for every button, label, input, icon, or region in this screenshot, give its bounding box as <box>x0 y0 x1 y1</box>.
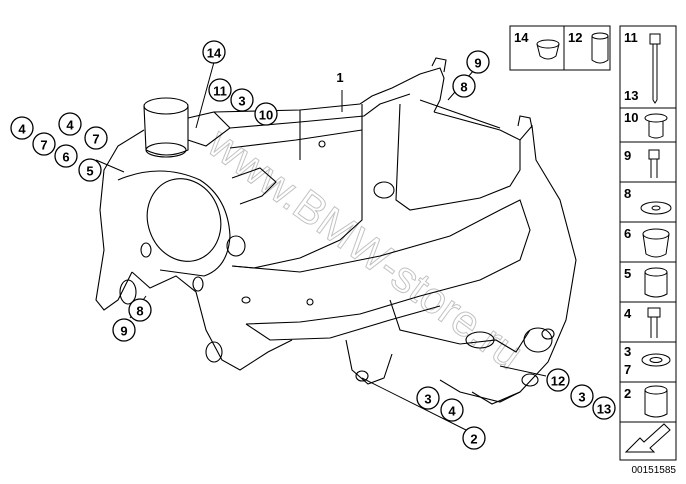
panel-label-6: 6 <box>624 226 631 241</box>
svg-text:13: 13 <box>597 402 611 417</box>
panel-label-9: 9 <box>624 148 631 163</box>
svg-text:7: 7 <box>40 138 47 153</box>
svg-text:3: 3 <box>578 390 585 405</box>
callout-11: 11 <box>208 78 232 102</box>
svg-text:6: 6 <box>62 150 69 165</box>
svg-text:7: 7 <box>92 132 99 147</box>
svg-text:10: 10 <box>259 108 273 123</box>
callout-4: 4 <box>58 112 82 136</box>
panel-label-4: 4 <box>624 306 632 321</box>
panel-label-7: 7 <box>624 362 631 377</box>
diagram-number: 00151585 <box>632 465 677 476</box>
panel-label-13: 13 <box>624 88 638 103</box>
svg-text:11: 11 <box>213 84 227 99</box>
callout-4: 4 <box>10 116 34 140</box>
panel-box-8 <box>619 181 677 223</box>
panel-label-2: 2 <box>624 386 631 401</box>
watermark: www.BMW-store.ru <box>198 118 532 379</box>
callout-12: 12 <box>546 368 570 392</box>
panel-labels: 14 12 11 13 10 9 8 6 5 4 3 7 2 <box>514 30 638 401</box>
panel-box-arrow <box>619 421 677 461</box>
svg-text:3: 3 <box>238 94 245 109</box>
callout-3: 3 <box>230 88 254 112</box>
callout-14: 14 <box>202 40 226 64</box>
panel-box-3-7 <box>619 341 677 383</box>
svg-text:5: 5 <box>86 164 93 179</box>
callout-9: 9 <box>466 50 490 74</box>
callout-7: 7 <box>32 132 56 156</box>
callout-4: 4 <box>440 398 464 422</box>
callout-5: 5 <box>78 158 102 182</box>
svg-text:4: 4 <box>66 118 74 133</box>
panel-label-10: 10 <box>624 110 638 125</box>
svg-text:8: 8 <box>136 304 143 319</box>
main-part-label: 1 <box>336 70 343 85</box>
callout-3: 3 <box>570 384 594 408</box>
svg-text:2: 2 <box>470 432 477 447</box>
callout-8: 8 <box>128 298 152 322</box>
svg-text:4: 4 <box>448 404 456 419</box>
panel-label-5: 5 <box>624 266 631 281</box>
panel-label-11: 11 <box>624 30 638 45</box>
callout-7: 7 <box>84 126 108 150</box>
frame-illustration <box>95 57 577 405</box>
callout-8: 8 <box>452 74 476 98</box>
svg-text:14: 14 <box>207 46 222 61</box>
panel-label-12: 12 <box>568 30 582 45</box>
svg-text:12: 12 <box>551 374 565 389</box>
panel-label-14: 14 <box>514 30 529 45</box>
panel-box-14-12 <box>509 25 611 71</box>
callout-13: 13 <box>592 396 616 420</box>
panel-label-3: 3 <box>624 344 631 359</box>
svg-text:4: 4 <box>18 122 26 137</box>
callout-3: 3 <box>416 386 440 410</box>
svg-text:3: 3 <box>424 392 431 407</box>
callout-2: 2 <box>462 426 486 450</box>
svg-text:9: 9 <box>120 324 127 339</box>
svg-text:8: 8 <box>460 80 467 95</box>
leader-lines <box>95 61 547 433</box>
parts-panel <box>509 25 677 461</box>
panel-label-8: 8 <box>624 186 631 201</box>
callout-6: 6 <box>54 144 78 168</box>
callout-10: 10 <box>254 102 278 126</box>
panel-box-11-13 <box>619 25 677 109</box>
svg-text:9: 9 <box>474 56 481 71</box>
callout-9: 9 <box>112 318 136 342</box>
